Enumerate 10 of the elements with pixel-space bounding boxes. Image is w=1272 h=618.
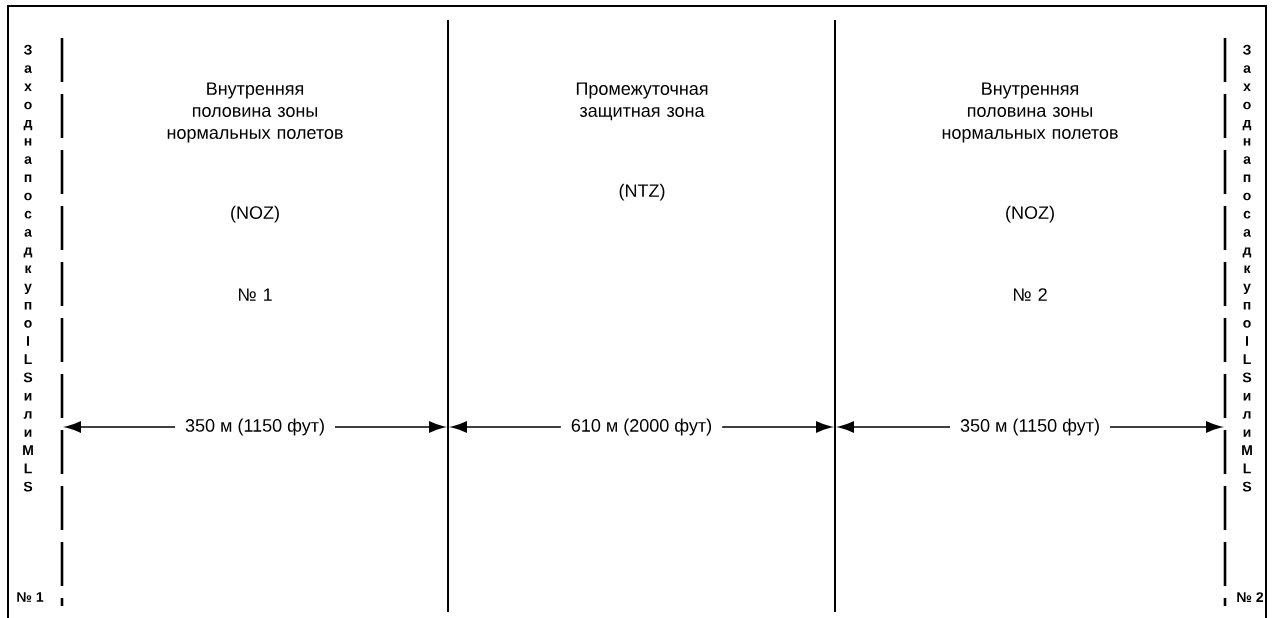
dimension-label: 350 м (1150 фут) [950,414,1110,440]
number-label: № 2 [1237,592,1264,602]
vertical-label: Заход на посадку по ILS или MLS [23,44,33,492]
zone-text: Промежуточная защитная зона (NTZ) [576,82,708,201]
zone-text: Внутренняя половина зоны нормальных полетов (NOZ) № 2 [942,82,1118,301]
number-label: № 1 [17,592,44,602]
vertical-label: Заход на посадку по ILS или MLS [1242,44,1252,492]
dimension-label: 350 м (1150 фут) [175,414,335,440]
dimension-label: 610 м (2000 фут) [560,414,723,440]
zone-text: Внутренняя половина зоны нормальных полетов (NOZ) № 1 [167,82,343,301]
